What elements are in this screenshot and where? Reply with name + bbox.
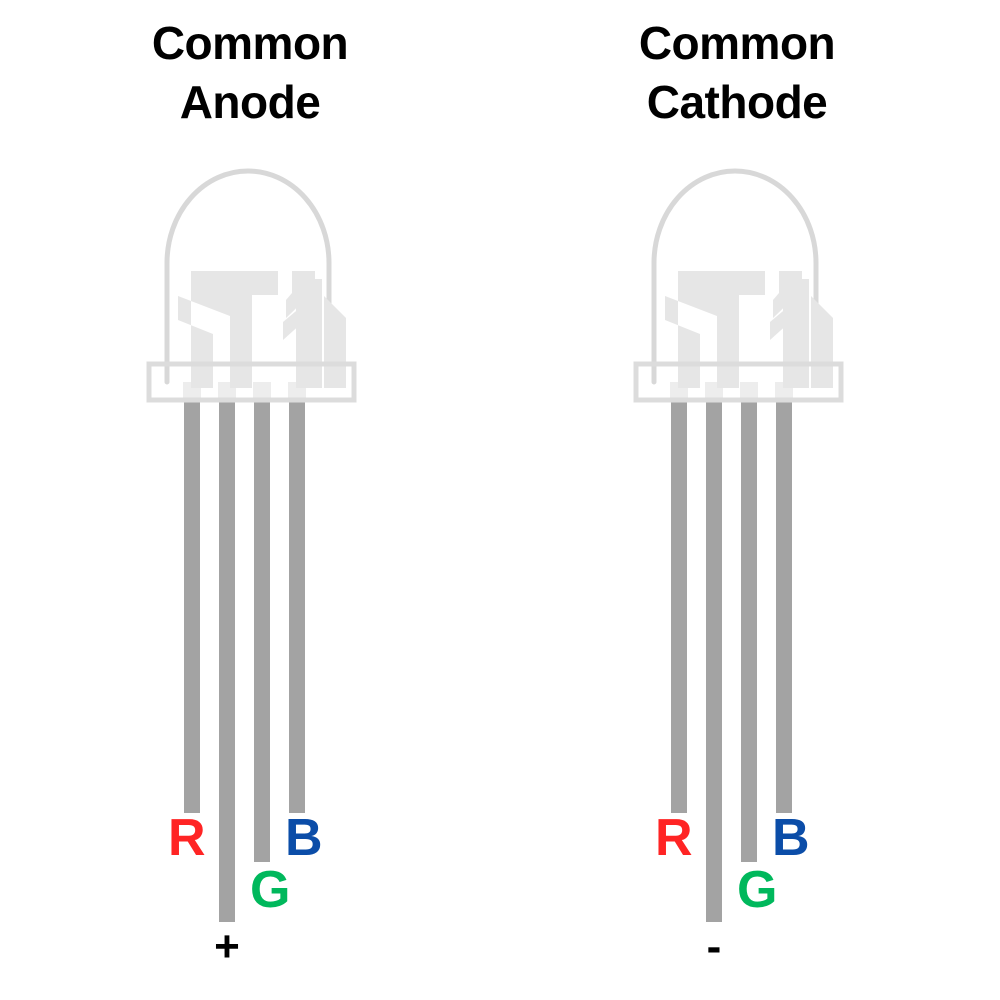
pin-label-B: B bbox=[772, 809, 810, 867]
lead-blue bbox=[289, 400, 305, 813]
led-drawing-common-anode bbox=[146, 168, 357, 922]
lead-green bbox=[254, 400, 270, 862]
led-internal-structure bbox=[178, 271, 346, 388]
led-title-line1: Common bbox=[151, 17, 349, 69]
pin-label-G: G bbox=[737, 861, 778, 919]
lead-green bbox=[741, 400, 757, 862]
reflector-wing-right bbox=[324, 296, 346, 388]
led-title-line2: Anode bbox=[179, 75, 321, 128]
led-flange bbox=[633, 361, 844, 403]
led-title-common-anode: Common Anode bbox=[0, 14, 500, 132]
reflector-cup-right2 bbox=[283, 279, 322, 388]
pin-label-R: R bbox=[168, 809, 206, 867]
lead-common bbox=[219, 400, 235, 922]
lead-common bbox=[706, 400, 722, 922]
lead-red bbox=[184, 400, 200, 813]
led-title-line1: Common bbox=[638, 17, 836, 69]
common-pin-sign-plus: + bbox=[214, 922, 240, 971]
pin-label-G: G bbox=[250, 861, 291, 919]
led-title-common-cathode: Common Cathode bbox=[487, 14, 987, 132]
lead-red bbox=[671, 400, 687, 813]
reflector-wing-right bbox=[811, 296, 833, 388]
led-drawing-common-cathode bbox=[633, 168, 844, 922]
led-unit-common-anode: Common Anode bbox=[0, 14, 500, 971]
reflector-cup-left bbox=[665, 271, 765, 388]
pin-label-B: B bbox=[285, 809, 323, 867]
led-flange bbox=[146, 361, 357, 403]
led-title-line2: Cathode bbox=[646, 75, 828, 128]
reflector-cup-right2 bbox=[770, 279, 809, 388]
common-pin-sign-minus: - bbox=[706, 922, 722, 971]
led-unit-common-cathode: Common Cathode bbox=[487, 0, 987, 1000]
lead-blue bbox=[776, 400, 792, 813]
pin-label-R: R bbox=[655, 809, 693, 867]
reflector-cup-left bbox=[178, 271, 278, 388]
